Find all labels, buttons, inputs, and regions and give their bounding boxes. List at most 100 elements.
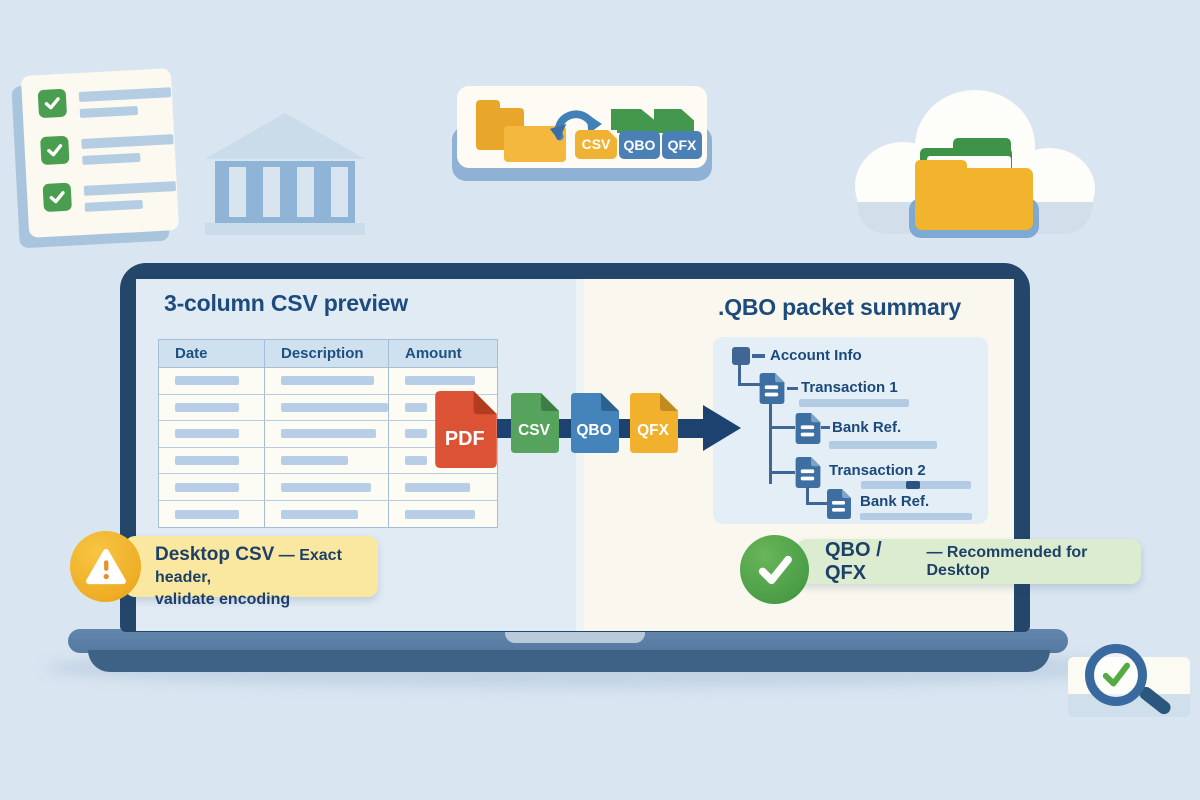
csv-warning-banner: Desktop CSV — Exact header, validate enc… — [125, 536, 378, 608]
check-icon — [42, 182, 72, 213]
laptop-notch — [505, 629, 645, 643]
svg-text:PDF: PDF — [445, 428, 485, 450]
placeholder-bar — [175, 509, 239, 519]
bank-column — [331, 167, 348, 217]
tree-connector — [752, 354, 765, 358]
placeholder-bar — [405, 482, 470, 492]
placeholder-bar — [405, 429, 427, 439]
check-icon — [40, 135, 70, 166]
placeholder-bar — [281, 402, 388, 412]
success-check-icon — [740, 535, 809, 604]
tree-connector — [769, 426, 795, 429]
table-body — [159, 368, 497, 528]
tree-node-label: Bank Ref. — [832, 419, 902, 436]
check-icon — [37, 88, 68, 119]
csv-panel-title: 3-column CSV preview — [164, 290, 408, 316]
svg-text:QFX: QFX — [637, 422, 670, 439]
qbo-panel-title: .QBO packet summary — [718, 294, 961, 320]
tree-connector — [738, 383, 760, 386]
placeholder-bar — [799, 399, 909, 407]
table-row — [159, 474, 497, 501]
pdf-file-icon: PDF — [435, 391, 497, 468]
svg-text:QBO: QBO — [576, 422, 611, 439]
checklist-item — [42, 177, 178, 214]
placeholder-bar — [175, 429, 239, 439]
tree-connector — [821, 426, 830, 429]
account-node-icon — [732, 347, 750, 365]
qfx-file-icon: QFX — [630, 393, 678, 453]
bankref-file-icon — [826, 489, 852, 519]
tree-connector — [787, 387, 798, 390]
panel-divider — [576, 279, 584, 631]
qbo-badge: QBO — [619, 131, 660, 159]
csv-badge: CSV — [575, 130, 617, 159]
bank-column — [263, 167, 280, 217]
tree-node-label: Transaction 1 — [801, 379, 898, 396]
bank-column — [297, 167, 314, 217]
tree-connector — [806, 487, 809, 505]
transaction-file-icon — [795, 457, 821, 488]
tree-connector — [806, 502, 828, 505]
table-row — [159, 394, 497, 422]
file-conversion-card: CSV QBO QFX — [452, 86, 712, 182]
tree-connector — [738, 365, 741, 386]
magnifier-check-icon — [1085, 644, 1147, 706]
tree-connector — [769, 471, 795, 474]
svg-text:CSV: CSV — [518, 422, 551, 439]
placeholder-lines — [78, 83, 172, 118]
placeholder-lines — [83, 177, 177, 212]
bank-icon — [205, 113, 365, 237]
warning-text-line2: validate encoding — [155, 591, 291, 608]
bank-roof — [205, 113, 365, 159]
placeholder-bar — [405, 402, 427, 412]
placeholder-bar — [281, 456, 348, 466]
placeholder-bar — [405, 509, 475, 519]
tree-node-label: Bank Ref. — [860, 493, 930, 510]
placeholder-bar — [829, 441, 937, 449]
sync-arrows-icon — [550, 110, 602, 141]
placeholder-bar — [281, 429, 376, 439]
success-title: QBO / QFX — [825, 538, 882, 584]
placeholder-bar — [281, 376, 374, 386]
warning-icon — [70, 531, 141, 602]
qbo-recommended-banner: QBO / QFX — Recommended for Desktop — [797, 539, 1141, 584]
table-header-row: Date Description Amount — [159, 340, 497, 368]
table-row — [159, 447, 497, 475]
placeholder-bar — [860, 513, 972, 520]
cloud-folder-icon — [855, 90, 1095, 240]
csv-file-icon: CSV — [511, 393, 559, 453]
placeholder-lines — [81, 130, 174, 165]
checklist-item — [37, 83, 173, 120]
bank-column — [229, 167, 246, 217]
success-text: — Recommended for Desktop — [926, 543, 1088, 579]
tree-connector — [769, 404, 772, 484]
table-row — [159, 421, 497, 448]
checklist-item — [40, 130, 175, 167]
placeholder-bar — [281, 509, 358, 519]
warning-text-line1: — Exact header, — [155, 547, 342, 586]
qfx-badge: QFX — [662, 131, 702, 159]
qbo-file-icon: QBO — [571, 393, 619, 453]
laptop-underside — [88, 650, 1050, 672]
placeholder-bar — [175, 402, 239, 412]
placeholder-bar-accent — [906, 481, 920, 489]
checklist-card — [20, 68, 180, 238]
placeholder-bar — [281, 482, 371, 492]
folder-front — [915, 168, 1033, 230]
tree-node-label: Transaction 2 — [829, 462, 926, 479]
placeholder-bar — [175, 376, 239, 386]
tree-node-label: Account Info — [770, 347, 862, 364]
transaction-file-icon — [759, 373, 785, 404]
warning-title: Desktop CSV — [155, 544, 275, 565]
bankref-file-icon — [795, 413, 821, 444]
placeholder-bar — [405, 456, 427, 466]
col-header-amount: Amount — [405, 345, 462, 362]
placeholder-bar — [405, 376, 475, 386]
table-row — [159, 368, 497, 395]
table-row — [159, 500, 497, 528]
qbo-packet-tree: Account Info Transaction 1 Bank Ref. Tra… — [713, 337, 988, 524]
placeholder-bar — [175, 456, 239, 466]
bank-base — [205, 223, 365, 235]
col-header-description: Description — [265, 340, 389, 367]
